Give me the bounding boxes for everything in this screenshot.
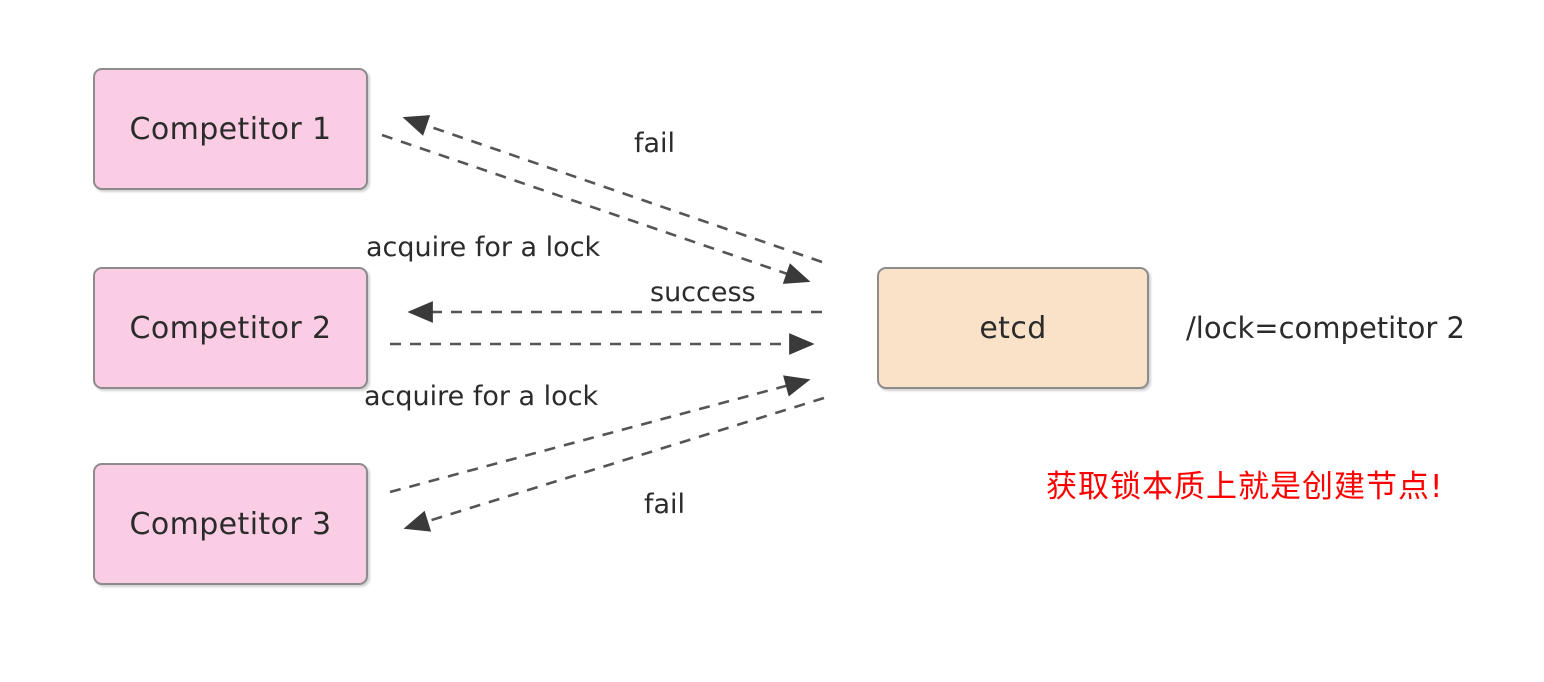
create-node-note: 获取锁本质上就是创建节点! xyxy=(1046,469,1444,505)
node-competitor-1[interactable]: Competitor 1 xyxy=(93,68,368,190)
node-etcd[interactable]: etcd xyxy=(877,267,1149,389)
node-competitor-2[interactable]: Competitor 2 xyxy=(93,267,368,389)
node-competitor-1-label: Competitor 1 xyxy=(129,111,332,147)
edge-label-success: success xyxy=(650,277,756,308)
node-etcd-label: etcd xyxy=(979,310,1047,346)
node-competitor-3[interactable]: Competitor 3 xyxy=(93,463,368,585)
edge-c3-response-line xyxy=(403,396,825,532)
edge-label-acquire-top: acquire for a lock xyxy=(366,232,601,263)
node-competitor-2-label: Competitor 2 xyxy=(129,310,332,346)
edge-label-acquire-bottom: acquire for a lock xyxy=(364,381,599,412)
lock-value-annotation: /lock=competitor 2 xyxy=(1186,311,1465,345)
node-competitor-3-label: Competitor 3 xyxy=(129,506,332,542)
edge-label-fail-top: fail xyxy=(634,128,676,159)
edge-label-fail-bottom: fail xyxy=(644,489,686,520)
